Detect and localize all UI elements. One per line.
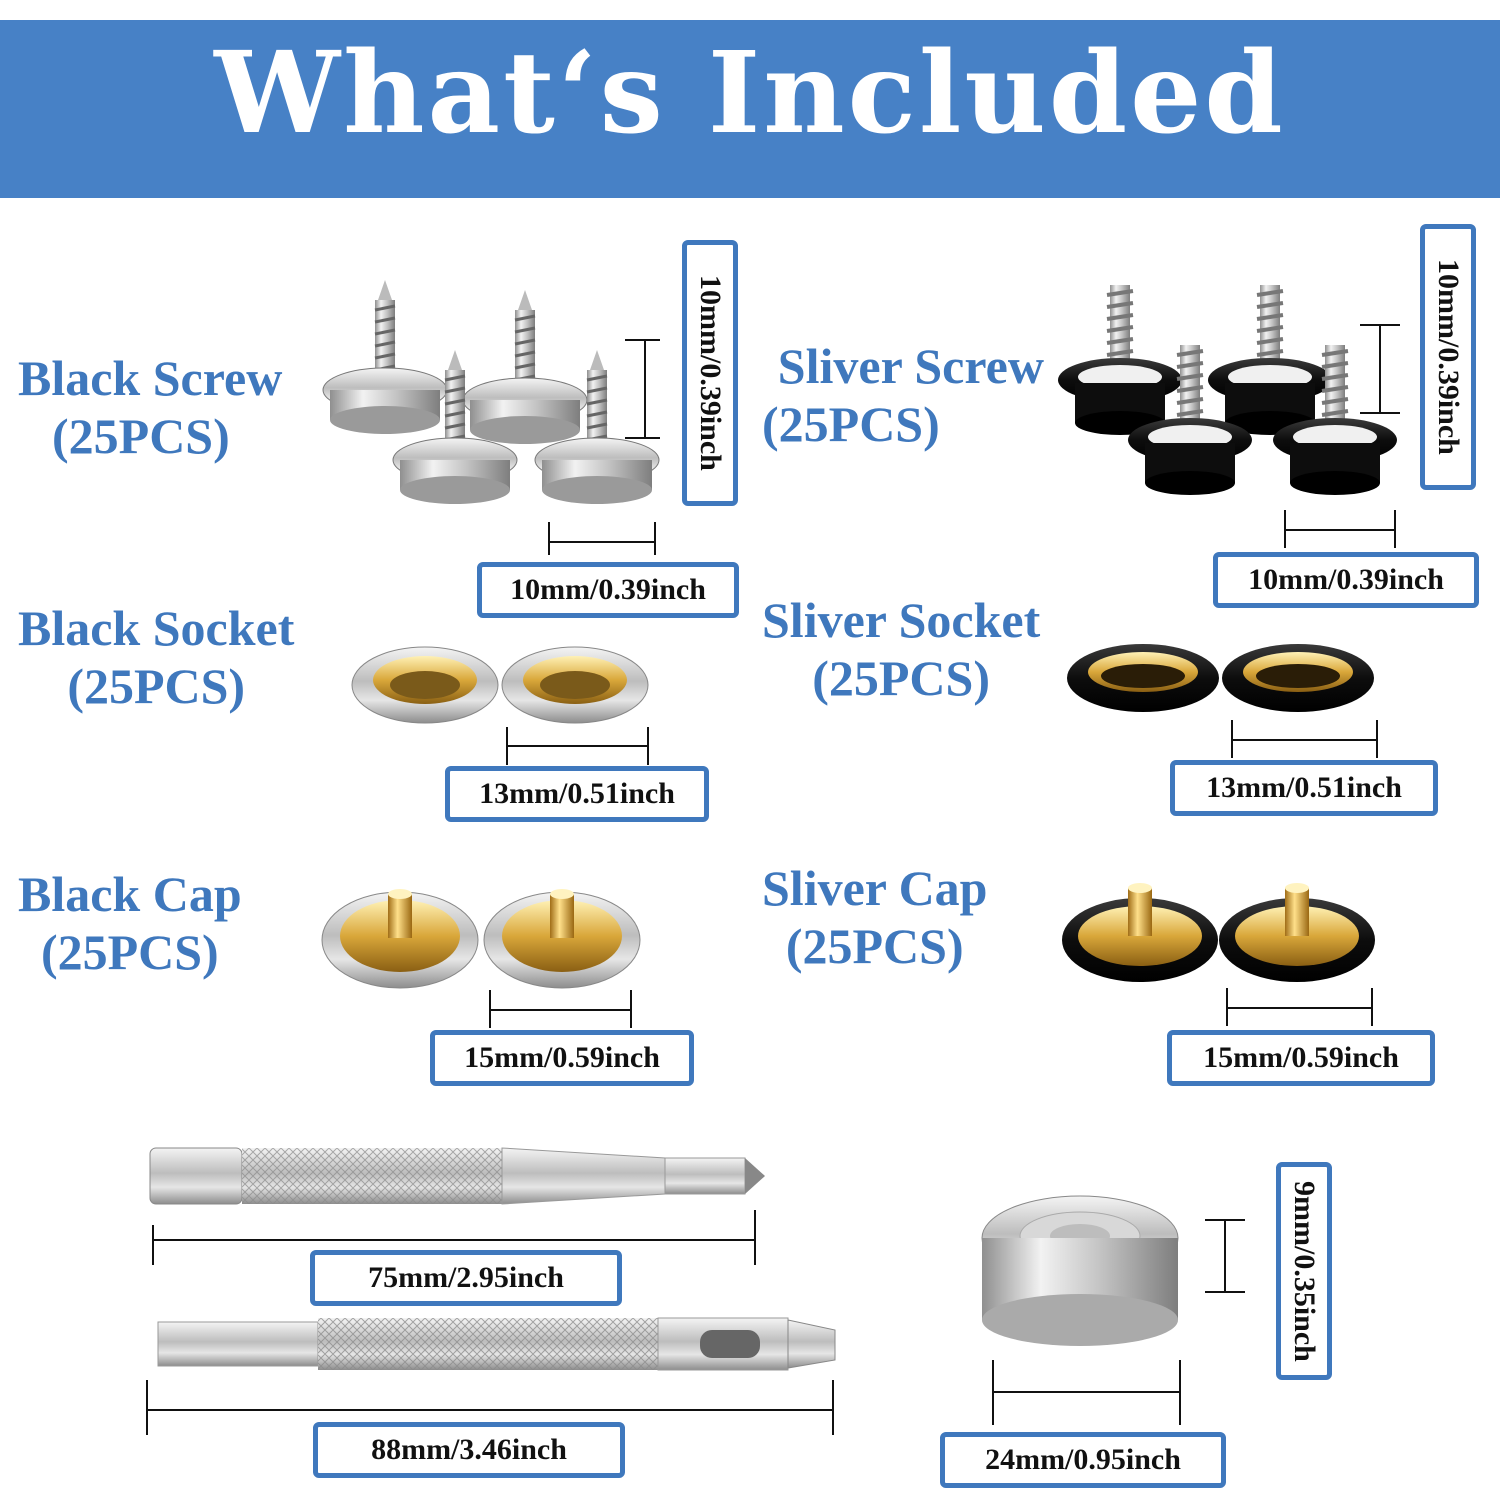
item-name: Black Socket — [18, 600, 295, 656]
label-silver-screw: Sliver Screw (25PCS) — [762, 338, 1060, 453]
item-quantity: (25PCS) — [67, 657, 246, 714]
dim-label-anvil-height: 9mm/0.35inch — [1276, 1162, 1332, 1380]
dim-label-black-screw-width: 10mm/0.39inch — [477, 562, 739, 618]
dim-label-anvil-width: 24mm/0.95inch — [940, 1432, 1226, 1488]
label-black-screw: Black Screw (25PCS) — [18, 350, 282, 465]
label-black-socket: Black Socket (25PCS) — [18, 600, 294, 715]
dim-label-black-cap: 15mm/0.59inch — [430, 1030, 694, 1086]
dim-label-silver-screw-height: 10mm/0.39inch — [1420, 224, 1476, 490]
dim-label-silver-screw-width: 10mm/0.39inch — [1213, 552, 1479, 608]
dim-label-black-screw-height: 10mm/0.39inch — [682, 240, 738, 506]
item-quantity: (25PCS) — [52, 407, 230, 464]
punch-tool-image — [145, 1140, 785, 1270]
label-silver-cap: Sliver Cap (25PCS) — [762, 860, 988, 975]
header-banner — [0, 20, 1500, 198]
setter-tool-image — [145, 1310, 845, 1440]
anvil-base-image — [980, 1180, 1250, 1430]
silver-caps-image — [320, 880, 650, 1030]
item-name: Black Cap — [18, 866, 242, 922]
dim-label-silver-cap: 15mm/0.59inch — [1167, 1030, 1435, 1086]
dim-label-setter-tool: 88mm/3.46inch — [313, 1422, 625, 1478]
item-quantity: (25PCS) — [40, 923, 219, 980]
label-silver-socket: Sliver Socket (25PCS) — [762, 592, 1040, 707]
dim-label-black-socket: 13mm/0.51inch — [445, 766, 709, 822]
item-name: Sliver Socket — [762, 592, 1041, 648]
dim-label-silver-socket: 13mm/0.51inch — [1170, 760, 1438, 816]
item-name: Sliver Cap — [762, 860, 988, 916]
item-quantity: (25PCS) — [785, 917, 964, 974]
silver-sockets-image — [350, 640, 660, 770]
black-caps-image — [1060, 880, 1390, 1030]
page-title: Whatʻs Included — [214, 28, 1286, 159]
black-sockets-image — [1065, 640, 1385, 770]
silver-screws-image — [300, 270, 680, 555]
black-screws-image — [1055, 265, 1435, 548]
item-name: Black Screw — [18, 350, 283, 406]
label-black-cap: Black Cap (25PCS) — [18, 866, 242, 981]
item-name: Sliver Screw — [777, 338, 1044, 394]
item-quantity: (25PCS) — [762, 395, 940, 452]
item-quantity: (25PCS) — [812, 649, 990, 706]
dim-label-punch-tool: 75mm/2.95inch — [310, 1250, 622, 1306]
